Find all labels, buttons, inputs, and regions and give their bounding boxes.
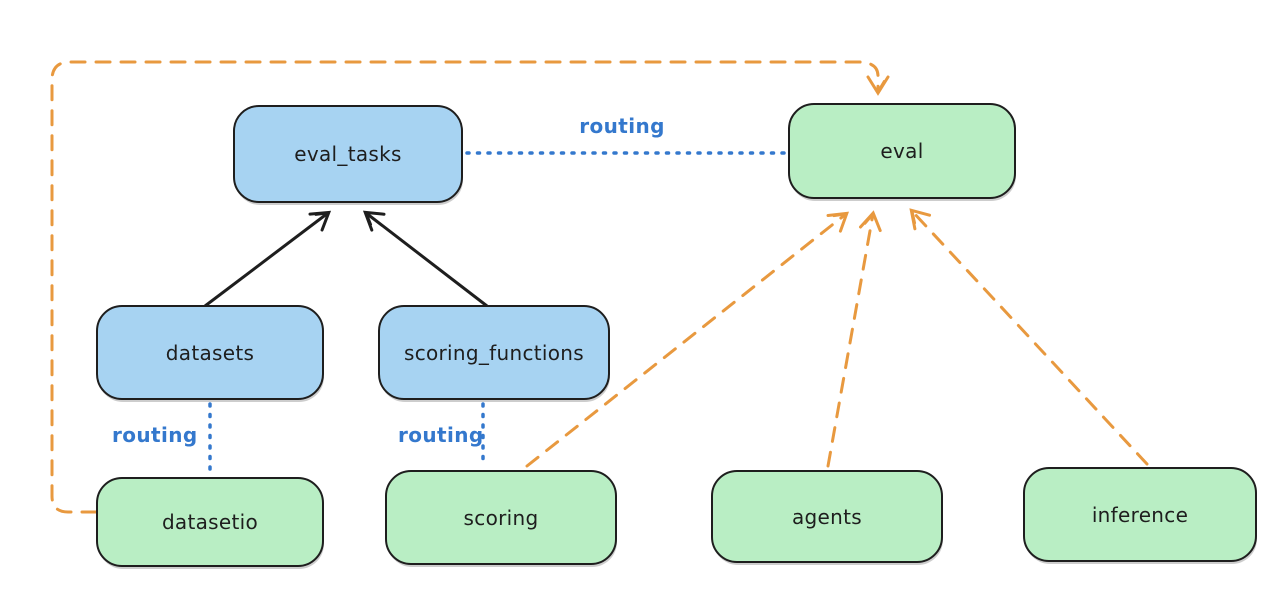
node-inference-label: inference [1091, 502, 1189, 527]
edge-scoring-to-eval [525, 211, 850, 468]
edge-label-routing-eval-tasks-eval: routing [579, 114, 665, 138]
node-eval: eval [788, 103, 1016, 199]
node-datasetio-label: datasetio [161, 510, 259, 534]
node-datasets: datasets [96, 305, 324, 400]
edge-inference-to-eval [909, 208, 1149, 466]
edge-label-routing-scoring-functions-scoring: routing [398, 423, 484, 447]
node-scoring-functions: scoring_functions [378, 305, 610, 400]
node-scoring: scoring [385, 470, 617, 565]
edge-agents-to-eval [826, 210, 882, 468]
edge-scoring-functions-to-eval-tasks [362, 210, 488, 308]
node-scoring-functions-label: scoring_functions [403, 340, 585, 365]
node-agents-label: agents [792, 504, 862, 529]
edge-datasets-to-eval-tasks [204, 210, 332, 308]
node-agents: agents [711, 470, 943, 563]
node-inference: inference [1023, 467, 1257, 562]
node-eval-tasks-label: eval_tasks [294, 142, 402, 166]
node-eval-label: eval [880, 139, 924, 163]
node-datasets-label: datasets [165, 340, 255, 365]
node-eval-tasks: eval_tasks [233, 105, 463, 203]
edge-datasetio-to-eval [50, 60, 890, 514]
edge-label-routing-datasets-datasetio: routing [112, 423, 198, 447]
node-scoring-label: scoring [463, 505, 539, 530]
node-datasetio: datasetio [96, 477, 324, 567]
